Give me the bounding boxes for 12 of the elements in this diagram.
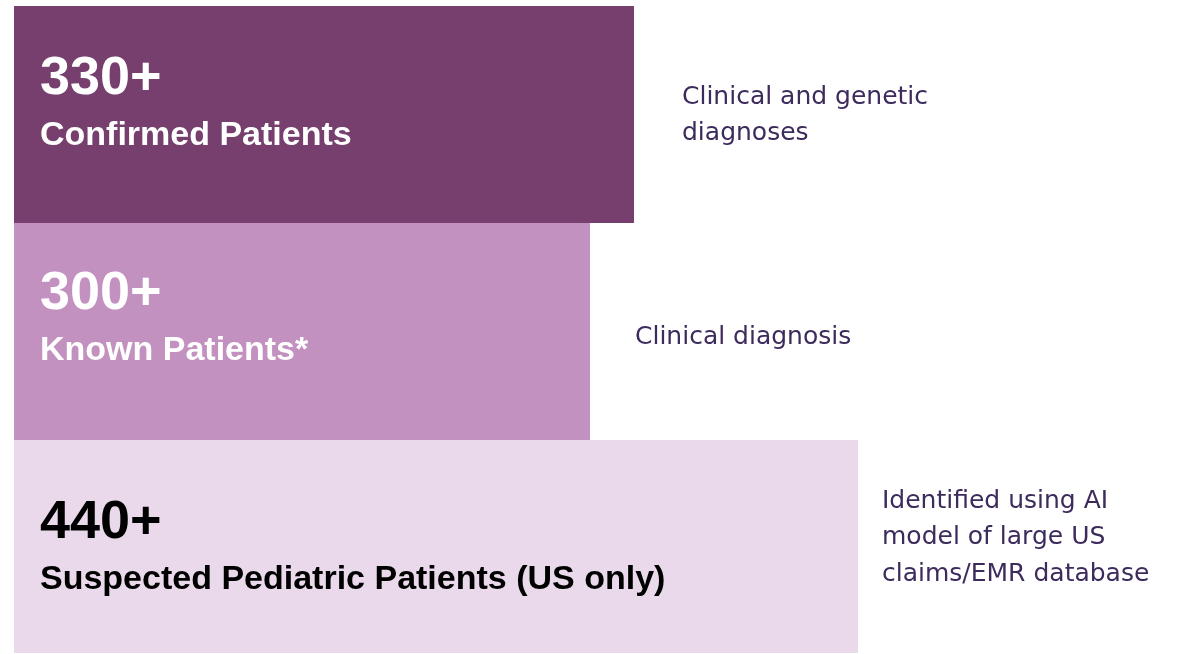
patient-count: 440+: [40, 492, 162, 546]
patient-category: Known Patients*: [40, 331, 309, 365]
tier-bar: [14, 440, 858, 653]
tier-bar: [14, 6, 634, 223]
patient-count: 330+: [40, 48, 162, 102]
description-text: Clinical and genetic diagnoses: [682, 80, 930, 149]
description-text: Clinical diagnosis: [635, 320, 853, 352]
patient-category: Suspected Pediatric Patients (US only): [40, 560, 666, 594]
patient-category: Confirmed Patients: [40, 116, 352, 150]
tier-bar: [14, 223, 590, 440]
patient-count: 300+: [40, 263, 162, 317]
description-text: Identified using AI model of large US claims/EMR database: [882, 484, 1151, 589]
